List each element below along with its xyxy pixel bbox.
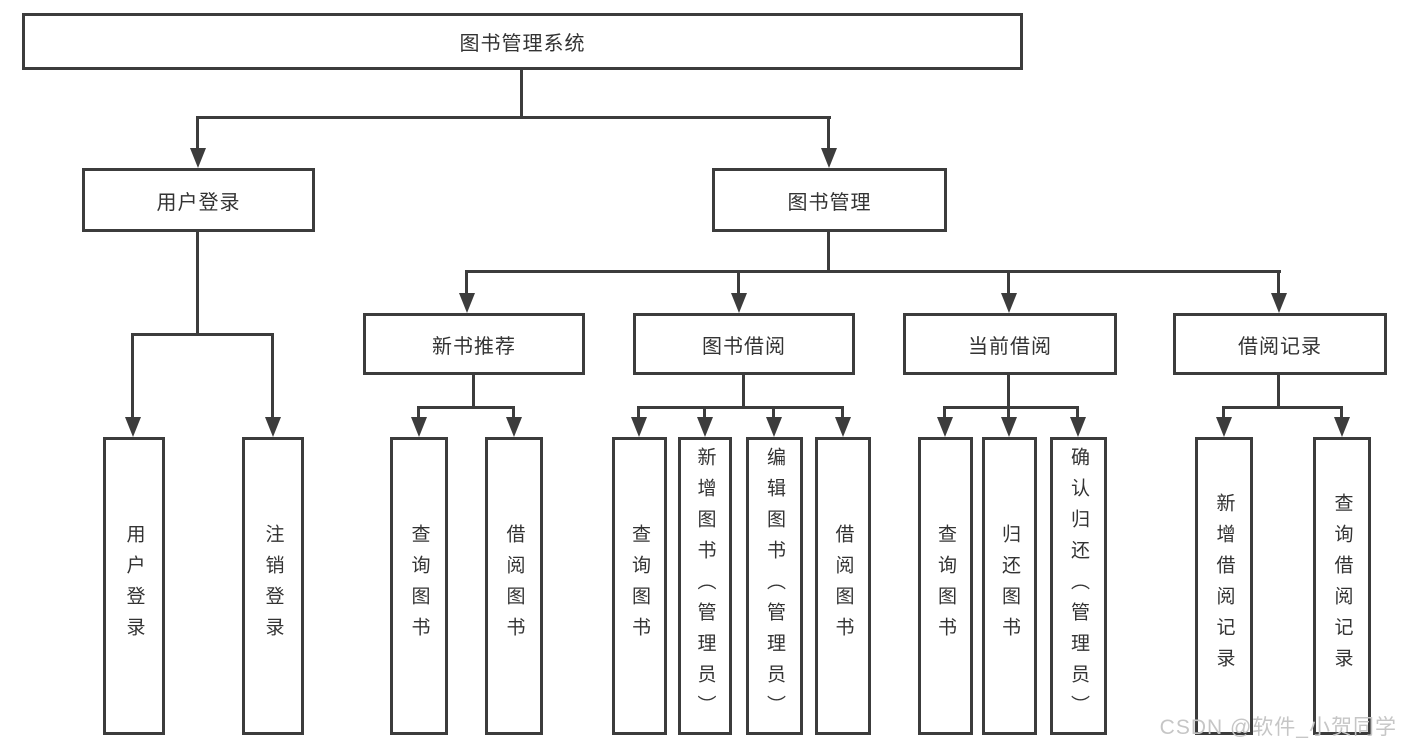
leaf-nb-borrow-books: 借阅图书 [485,437,543,735]
connector-new-books-rail [417,406,515,409]
connector-current-borrow-rail [943,406,1079,409]
arrow-to-cb-confirm [1069,406,1086,437]
leaf-bb-query-books: 查询图书 [612,437,667,735]
leaf-br-add-record: 新增借阅记录 [1195,437,1253,735]
connector-level3-rail [465,270,1281,273]
connector-borrow-records-stub [1277,375,1280,408]
leaf-br-add-record-label: 新增借阅记录 [1213,493,1235,679]
leaf-cb-confirm-return-label: 确认归还（管理员） [1068,446,1089,726]
arrow-to-br-add [1215,406,1232,437]
arrow-to-bb-query [630,406,647,437]
leaf-cb-query-books: 查询图书 [918,437,973,735]
connector-user-login-rail [131,333,274,336]
connector-book-borrow-stub [742,375,745,408]
leaf-nb-query-books-label: 查询图书 [408,524,430,648]
arrow-to-user-login [189,116,206,168]
leaf-logout-label: 注销登录 [262,524,284,648]
leaf-bb-edit-books: 编辑图书（管理员） [746,437,803,735]
leaf-logout: 注销登录 [242,437,304,735]
arrow-to-nb-borrow [505,406,522,437]
arrow-to-book-borrow [730,270,747,313]
leaf-bb-add-books-label: 新增图书（管理员） [694,446,716,726]
connector-new-books-stub [472,375,475,408]
connector-borrow-records-rail [1222,406,1343,409]
arrow-to-new-books [458,270,475,313]
arrow-to-bb-borrow [834,406,851,437]
node-root: 图书管理系统 [22,13,1023,70]
arrow-to-nb-query [410,406,427,437]
leaf-bb-edit-books-label: 编辑图书（管理员） [764,446,785,726]
node-book-borrow: 图书借阅 [633,313,855,375]
leaf-br-query-record-label: 查询借阅记录 [1331,493,1353,679]
leaf-cb-return-books: 归还图书 [982,437,1037,735]
node-user-login: 用户登录 [82,168,315,232]
leaf-bb-query-books-label: 查询图书 [629,524,650,648]
connector-level2-rail [196,116,831,119]
arrow-to-cb-return [1000,406,1017,437]
arrow-to-br-query [1333,406,1350,437]
leaf-bb-add-books: 新增图书（管理员） [678,437,732,735]
connector-book-borrow-rail [637,406,844,409]
arrow-to-leaf-logout [264,333,281,437]
leaf-cb-return-books-label: 归还图书 [999,524,1020,648]
leaf-nb-query-books: 查询图书 [390,437,448,735]
connector-root-stub [520,70,523,118]
leaf-cb-confirm-return: 确认归还（管理员） [1050,437,1107,735]
leaf-bb-borrow-books: 借阅图书 [815,437,871,735]
arrow-to-bb-add [696,406,713,437]
leaf-user-login-label: 用户登录 [123,524,145,648]
arrow-to-bb-edit [765,406,782,437]
leaf-user-login: 用户登录 [103,437,165,735]
node-book-mgmt: 图书管理 [712,168,947,232]
arrow-to-book-mgmt [820,116,837,168]
node-new-books: 新书推荐 [363,313,585,375]
leaf-br-query-record: 查询借阅记录 [1313,437,1371,735]
connector-book-mgmt-stub [827,232,830,272]
csdn-watermark: CSDN @软件_小贺同学 [1159,716,1397,739]
arrow-to-cb-query [936,406,953,437]
arrow-to-current-borrow [1000,270,1017,313]
connector-user-login-stub [196,232,199,335]
connector-current-borrow-stub [1007,375,1010,408]
arrow-to-leaf-user-login [124,333,141,437]
leaf-nb-borrow-books-label: 借阅图书 [503,524,525,648]
arrow-to-borrow-records [1270,270,1287,313]
leaf-bb-borrow-books-label: 借阅图书 [832,524,854,648]
leaf-cb-query-books-label: 查询图书 [935,524,956,648]
node-borrow-records: 借阅记录 [1173,313,1387,375]
node-current-borrow: 当前借阅 [903,313,1117,375]
